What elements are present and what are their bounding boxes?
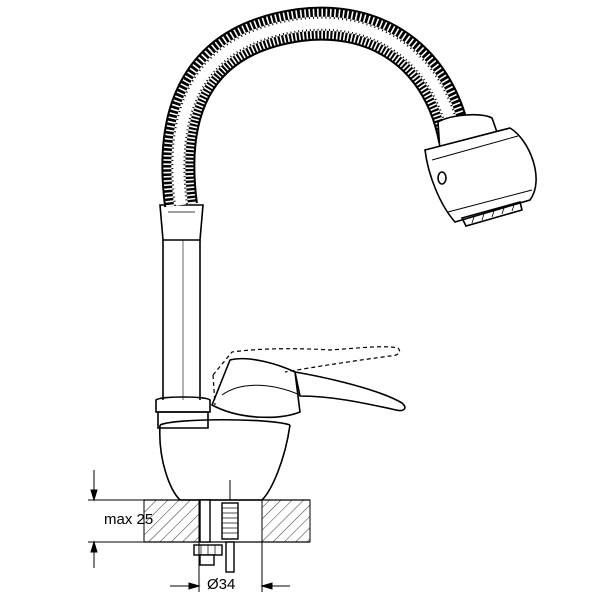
- dimension-diameter: [170, 542, 290, 592]
- spray-head: [424, 113, 537, 227]
- diameter-dimension-label: Ø34: [207, 576, 236, 593]
- dimension-thickness: [88, 470, 144, 568]
- flexible-hose: [161, 6, 472, 208]
- lever-handle-open-position: [212, 346, 401, 406]
- faucet-body: [155, 396, 291, 501]
- mounting-hardware: [193, 480, 239, 573]
- spout-tube: [159, 204, 204, 400]
- thickness-dimension-label: max 25: [104, 511, 154, 528]
- lever-handle: [210, 357, 406, 419]
